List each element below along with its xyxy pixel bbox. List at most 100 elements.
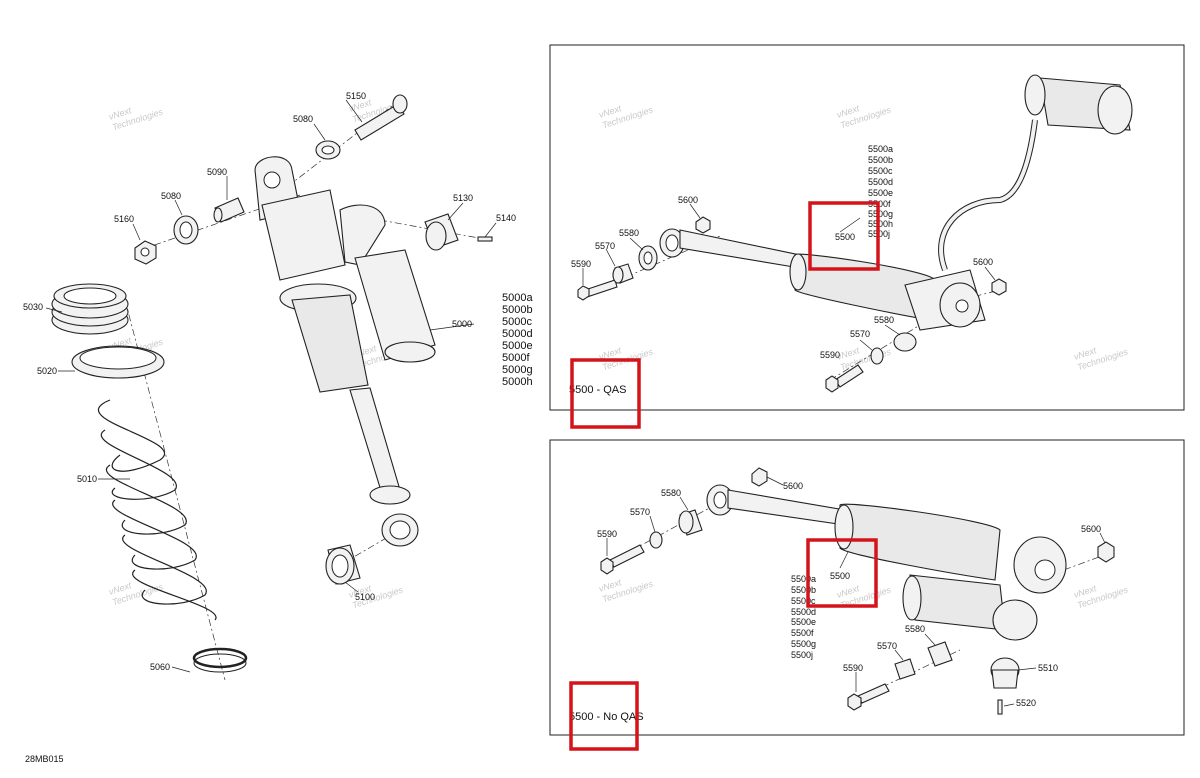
label-5160: 5160 xyxy=(114,214,134,224)
label-5580: 5580 xyxy=(874,315,894,325)
nut-5600 xyxy=(695,216,711,234)
label-5600: 5600 xyxy=(783,481,803,491)
variant-label: 5500d xyxy=(868,177,893,187)
leader-5100 xyxy=(344,581,359,593)
variant-label: 5500g xyxy=(791,639,816,649)
spacer-5580-lower xyxy=(893,332,917,352)
label-5570: 5570 xyxy=(850,329,870,339)
label-5090: 5090 xyxy=(207,167,227,177)
watermark: vNext Technologies xyxy=(598,103,655,130)
panel-title: 5500 - QAS xyxy=(569,384,626,396)
label-5500: 5500 xyxy=(830,571,850,581)
variant-label: 5500e xyxy=(868,188,893,198)
watermark: vNext Technologies xyxy=(1073,583,1130,610)
label-5010: 5010 xyxy=(77,474,97,484)
variant-label: 5000d xyxy=(502,328,533,340)
spacer-5580 xyxy=(638,245,658,271)
leader-5140 xyxy=(484,222,497,238)
variant-label: 5000c xyxy=(502,316,532,328)
lower-bushing xyxy=(381,513,419,547)
variant-label: 5500g xyxy=(868,209,893,219)
shaft xyxy=(679,229,801,269)
highlight-box-title xyxy=(569,681,639,751)
bolt-5590-lower xyxy=(825,364,864,393)
label-5100: 5100 xyxy=(355,592,375,602)
panel-qas-frame xyxy=(549,44,1185,411)
washer-5570 xyxy=(612,263,634,284)
label-5570: 5570 xyxy=(630,507,650,517)
shock-body-5500 xyxy=(834,503,1067,641)
variant-label: 5000f xyxy=(502,352,530,364)
variants-5500-qas: 5500a 5500b 5500c 5500d 5500e 5500f 5500… xyxy=(868,144,893,239)
leader-5570 xyxy=(649,515,656,533)
leader-5080 xyxy=(313,123,326,141)
leader-5600-right xyxy=(984,266,996,281)
leader-5520 xyxy=(1003,703,1015,707)
label-5080: 5080 xyxy=(161,191,181,201)
variant-label: 5500a xyxy=(868,144,893,154)
label-5030: 5030 xyxy=(23,302,43,312)
label-5500: 5500 xyxy=(835,232,855,242)
bolt-5590-lower xyxy=(847,683,890,711)
label-5580: 5580 xyxy=(661,488,681,498)
eye-bushing xyxy=(659,228,685,258)
variant-label: 5500d xyxy=(791,607,816,617)
panel-title: 5500 - No QAS xyxy=(569,711,644,723)
variant-label: 5500j xyxy=(791,650,813,660)
washer-5570-lower xyxy=(870,347,884,365)
label-5590: 5590 xyxy=(571,259,591,269)
leader-5030 xyxy=(45,307,63,313)
leader-5080b xyxy=(174,199,183,216)
clip-5060 xyxy=(192,647,248,673)
leader-5600 xyxy=(689,203,701,219)
watermark: vNext Technologies xyxy=(108,105,165,132)
watermark: vNext Technologies xyxy=(598,345,655,372)
label-5520: 5520 xyxy=(1016,698,1036,708)
coil-spring-5010 xyxy=(98,399,217,621)
variant-label: 5500c xyxy=(791,596,816,606)
leader-5060 xyxy=(171,666,191,673)
variant-label: 5500h xyxy=(868,219,893,229)
ring-5020 xyxy=(71,345,165,379)
variant-label: 5500f xyxy=(791,628,814,638)
label-5140: 5140 xyxy=(496,213,516,223)
variant-label: 5500b xyxy=(868,155,893,165)
variant-label: 5000g xyxy=(502,364,533,376)
leader-5580-lower xyxy=(924,633,936,646)
label-5150: 5150 xyxy=(346,91,366,101)
bushing-5080-upper xyxy=(315,140,341,160)
leader-5150 xyxy=(345,99,363,123)
leader-5580 xyxy=(629,237,644,251)
bolt-5590 xyxy=(600,544,645,575)
bolt-5150 xyxy=(354,94,408,141)
panel-no-qas-frame xyxy=(549,439,1185,736)
leader-5580-lower xyxy=(884,324,901,336)
variant-label: 5500c xyxy=(868,166,893,176)
preload-ring-5030 xyxy=(51,283,129,335)
variant-label: 5500a xyxy=(791,574,816,584)
label-5000: 5000 xyxy=(452,319,472,329)
leader-5510 xyxy=(1017,667,1037,671)
leader-5570 xyxy=(605,248,616,267)
nut-5600 xyxy=(751,467,768,487)
leader-5000 xyxy=(429,323,475,331)
nut-5160 xyxy=(134,240,157,265)
washer-5570 xyxy=(649,531,663,549)
label-5590: 5590 xyxy=(820,350,840,360)
main-assembly: 5150 5080 5090 5080 5160 5130 5140 5030 … xyxy=(23,91,533,681)
hose-inner xyxy=(939,119,1037,271)
leader-5600-right xyxy=(1099,532,1106,544)
variant-label: 5500e xyxy=(791,617,816,627)
variant-label: 5000h xyxy=(502,376,533,388)
variants-5000: 5000a 5000b 5000c 5000d 5000e 5000f 5000… xyxy=(502,292,533,388)
label-5080: 5080 xyxy=(293,114,313,124)
variant-label: 5500b xyxy=(791,585,816,595)
bolt-5590 xyxy=(577,279,618,301)
highlight-box-5500 xyxy=(806,538,878,608)
nut-5600-right xyxy=(991,278,1007,296)
label-5580: 5580 xyxy=(905,624,925,634)
label-5130: 5130 xyxy=(453,193,473,203)
highlight-box-title xyxy=(570,358,641,429)
leader-5600 xyxy=(766,476,784,486)
cap-5130 xyxy=(424,213,459,251)
